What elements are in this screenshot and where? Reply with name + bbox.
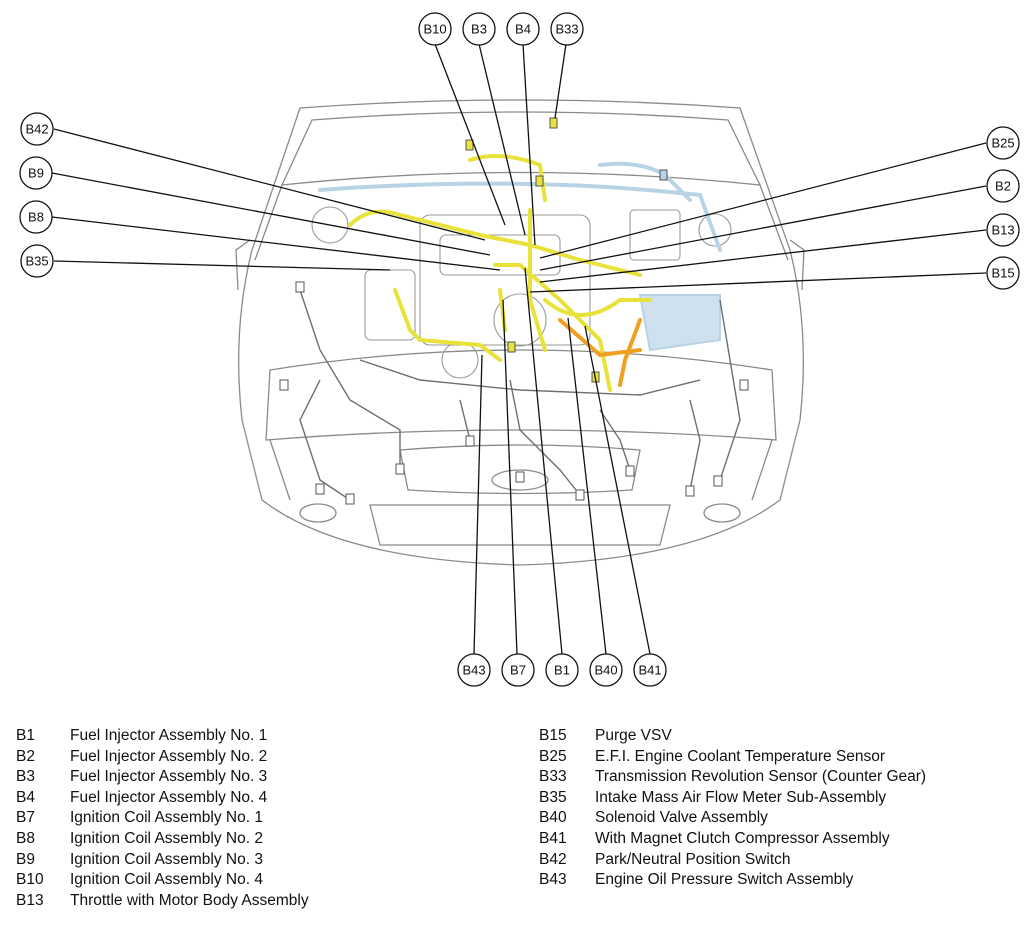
legend-code: B3 (16, 768, 35, 786)
legend-label: Fuel Injector Assembly No. 4 (70, 788, 268, 806)
callout-b43: B43 (457, 653, 491, 687)
connectors (279, 117, 749, 505)
callout-b9: B9 (19, 156, 53, 190)
legend-label: Fuel Injector Assembly No. 2 (70, 747, 268, 765)
callout-b2: B2 (986, 169, 1020, 203)
svg-text:B41: B41 (638, 663, 661, 678)
legend-label: Fuel Injector Assembly No. 3 (70, 768, 268, 786)
legend-item: B1 Fuel Injector Assembly No. 1 (16, 726, 309, 747)
engine-harness-diagram: B10 B3 B4 B33 B42 B9 B8 B35 B25 B2 B13 (19, 12, 1020, 687)
legend-code: B8 (16, 829, 35, 847)
svg-text:B1: B1 (554, 663, 570, 678)
legend-label: Transmission Revolution Sensor (Counter … (595, 768, 927, 786)
svg-text:B10: B10 (423, 22, 446, 37)
legend-label: Engine Oil Pressure Switch Assembly (595, 871, 854, 889)
callout-b35: B35 (20, 244, 54, 278)
legend-item: B3 Fuel Injector Assembly No. 3 (16, 767, 309, 788)
legend-item: B33 Transmission Revolution Sensor (Count… (539, 767, 926, 788)
legend-code: B41 (539, 829, 567, 847)
legend-label: E.F.I. Engine Coolant Temperature Sensor (595, 747, 886, 765)
legend-code: B13 (16, 891, 44, 909)
leader-lines (51, 43, 987, 655)
legend-code: B43 (539, 871, 567, 889)
vehicle-outline (235, 99, 805, 566)
callout-b25: B25 (986, 126, 1020, 160)
legend-label: With Magnet Clutch Compressor Assembly (595, 829, 890, 847)
callout-b3: B3 (462, 12, 496, 46)
legend-code: B10 (16, 871, 44, 889)
legend-code: B2 (16, 747, 35, 765)
legend-code: B42 (539, 850, 567, 868)
legend-code: B15 (539, 727, 567, 744)
legend-label: Intake Mass Air Flow Meter Sub-Assembly (595, 788, 887, 806)
legend-label: Ignition Coil Assembly No. 3 (70, 850, 263, 868)
svg-text:B42: B42 (25, 122, 48, 137)
legend-item: B7 Ignition Coil Assembly No. 1 (16, 808, 309, 829)
legend-item: B4 Fuel Injector Assembly No. 4 (16, 788, 309, 809)
svg-text:B2: B2 (995, 179, 1011, 194)
svg-text:B13: B13 (991, 223, 1014, 238)
harness-blue (318, 161, 722, 352)
svg-text:B8: B8 (28, 210, 44, 225)
engine-block (311, 206, 732, 379)
svg-text:B15: B15 (991, 266, 1014, 281)
legend-label: Solenoid Valve Assembly (595, 809, 768, 827)
svg-text:B7: B7 (510, 663, 526, 678)
legend-item: B2 Fuel Injector Assembly No. 2 (16, 747, 309, 768)
legend-right: B15 Purge VSV B25 E.F.I. Engine Coolant Te… (539, 726, 926, 891)
legend-code: B1 (16, 727, 35, 744)
legend-item: B40 Solenoid Valve Assembly (539, 808, 926, 829)
legend-code: B40 (539, 809, 567, 827)
legend-code: B7 (16, 809, 35, 827)
callout-b4: B4 (506, 12, 540, 46)
legend-code: B9 (16, 850, 35, 868)
legend-label: Purge VSV (595, 727, 672, 744)
legend-label: Park/Neutral Position Switch (595, 850, 791, 868)
harness-orange (558, 318, 642, 387)
callout-b41: B41 (633, 653, 667, 687)
legend-item: B42 Park/Neutral Position Switch (539, 850, 926, 871)
callout-b13: B13 (986, 213, 1020, 247)
callout-b33: B33 (550, 12, 584, 46)
callout-b40: B40 (589, 653, 623, 687)
legend-code: B35 (539, 788, 567, 806)
legend-label: Fuel Injector Assembly No. 1 (70, 727, 268, 744)
callout-b8: B8 (19, 200, 53, 234)
legend-code: B25 (539, 747, 567, 765)
legend-item: B8 Ignition Coil Assembly No. 2 (16, 829, 309, 850)
svg-text:B33: B33 (555, 22, 578, 37)
legend-item: B13 Throttle with Motor Body Assembly (16, 891, 309, 912)
svg-text:B3: B3 (471, 22, 487, 37)
callout-b15: B15 (986, 256, 1020, 290)
legend-item: B25 E.F.I. Engine Coolant Temperature Sen… (539, 747, 926, 768)
callout-b1: B1 (545, 653, 579, 687)
legend-item: B9 Ignition Coil Assembly No. 3 (16, 850, 309, 871)
legend-item: B41 With Magnet Clutch Compressor Assembl… (539, 829, 926, 850)
legend-code: B4 (16, 788, 35, 806)
legend-code: B33 (539, 768, 567, 786)
legend-label: Ignition Coil Assembly No. 2 (70, 829, 263, 847)
callout-b10: B10 (418, 12, 452, 46)
svg-text:B40: B40 (594, 663, 617, 678)
svg-text:B4: B4 (515, 22, 531, 37)
legend-item: B43 Engine Oil Pressure Switch Assembly (539, 870, 926, 891)
legend-item: B35 Intake Mass Air Flow Meter Sub-Assemb… (539, 788, 926, 809)
callout-b7: B7 (501, 653, 535, 687)
legend-label: Ignition Coil Assembly No. 1 (70, 809, 263, 827)
legend-label: Ignition Coil Assembly No. 4 (70, 871, 263, 889)
callout-b42: B42 (20, 112, 54, 146)
legend-item: B15 Purge VSV (539, 726, 926, 747)
svg-text:B25: B25 (991, 136, 1014, 151)
svg-text:B43: B43 (462, 663, 485, 678)
harness-grey (299, 289, 741, 501)
legend-label: Throttle with Motor Body Assembly (70, 891, 309, 909)
svg-text:B35: B35 (25, 254, 48, 269)
svg-text:B9: B9 (28, 166, 44, 181)
legend-item: B10 Ignition Coil Assembly No. 4 (16, 870, 309, 891)
